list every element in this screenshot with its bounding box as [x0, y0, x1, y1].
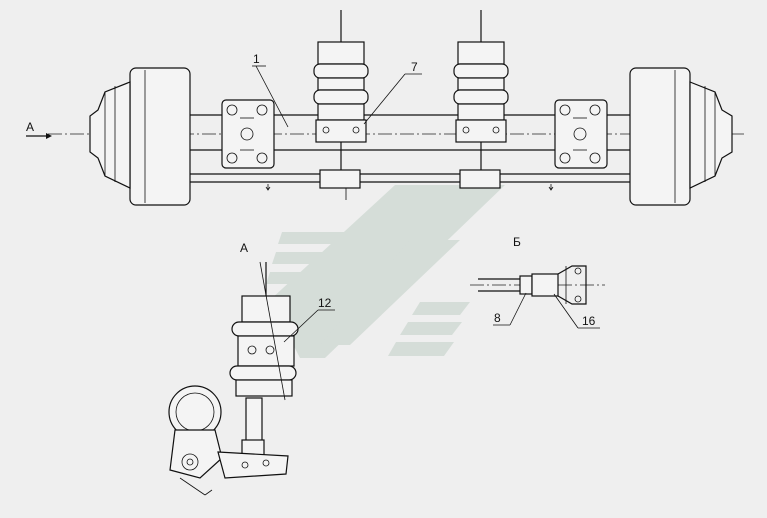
left-brake-chamber: [313, 10, 369, 200]
part-1-label: 1: [253, 52, 260, 66]
view-a-arrow-label: A: [26, 120, 34, 134]
leader-16: [553, 293, 579, 329]
leader-1: [255, 65, 289, 128]
leader-12: [283, 309, 319, 343]
view-b-title: Б: [513, 235, 521, 249]
left-hub: [89, 81, 131, 189]
right-brake-drum: [629, 67, 691, 206]
view-a-title: A: [240, 241, 248, 255]
watermark-logo: [266, 185, 505, 358]
right-spring-seat: [554, 99, 608, 169]
part-12-label: 12: [318, 296, 332, 310]
axle-top-view: A 1 7: [26, 10, 745, 206]
left-brake-drum: [129, 67, 191, 206]
leader-8: [509, 292, 527, 326]
view-a-detail: A 12: [168, 241, 335, 496]
right-brake-chamber: [453, 10, 509, 189]
right-hub: [689, 81, 733, 189]
part-8-label: 8: [494, 311, 501, 325]
part-16-label: 16: [582, 314, 596, 328]
left-spring-seat: [221, 99, 275, 169]
part-7-label: 7: [411, 60, 418, 74]
view-b-detail: Б 8 16: [470, 235, 605, 329]
leader-7: [363, 73, 406, 125]
